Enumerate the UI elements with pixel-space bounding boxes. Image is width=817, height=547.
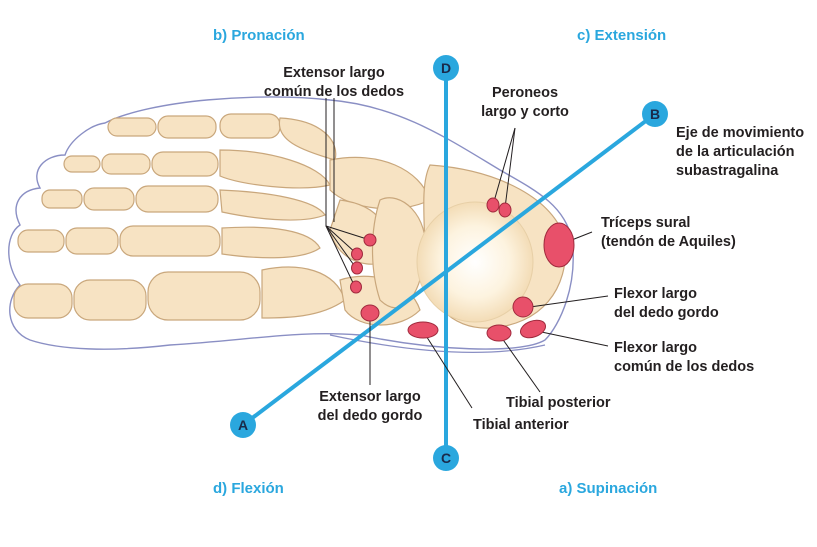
label-eje-line2: de la articulación [676,144,795,160]
label-extensor-gordo-line2: del dedo gordo [317,408,423,424]
label-flexor-gordo-line2: del dedo gordo [614,305,719,321]
marker-b [642,101,668,127]
label-eje: Eje de movimiento de la articulación sub… [676,124,804,181]
tendon-peroneo-1 [486,197,500,213]
tendon-peroneo-2 [498,202,512,218]
movement-flexion: d) Flexión [213,480,284,497]
marker-d-label: D [441,60,451,76]
label-flexor-gordo: Flexor largo del dedo gordo [614,285,719,323]
axis-markers: A B C D [230,55,668,471]
tendon-flexor-comun [519,319,547,339]
tendon-ext-comun-3 [351,261,363,275]
marker-c [433,445,459,471]
movement-extension: c) Extensión [577,27,667,44]
label-flexor-comun-line2: común de los dedos [614,359,755,375]
tendon-ext-comun-4 [350,280,362,294]
label-extensor-comun-line1: Extensor largo [283,65,385,81]
tendon-ext-comun-1 [363,233,377,247]
tendon-ext-gordo [360,304,380,322]
label-triceps-line1: Tríceps sural [601,215,691,231]
label-eje-line3: subastragalina [676,163,779,179]
movement-supination: a) Supinación [559,480,658,497]
tendon-tibial-post [486,324,512,342]
marker-c-label: C [441,450,451,466]
label-flexor-comun-line1: Flexor largo [614,340,697,356]
tendons [350,197,575,342]
leader-lines [325,98,609,409]
label-extensor-comun: Extensor largo común de los dedos [254,64,414,102]
tendon-flexor-gordo [512,296,534,318]
label-flexor-comun: Flexor largo común de los dedos [614,339,754,377]
label-triceps: Tríceps sural (tendón de Aquiles) [601,214,736,252]
label-peroneos-line2: largo y corto [481,104,569,120]
heel-outline [329,334,546,354]
marker-a-label: A [238,417,248,433]
tendon-triceps [543,222,575,268]
tendon-tibial-ant [407,321,439,339]
skin-outline [8,96,574,350]
label-flexor-gordo-line1: Flexor largo [614,286,697,302]
label-triceps-line2: (tendón de Aquiles) [601,234,736,250]
label-extensor-gordo-line1: Extensor largo [319,389,421,405]
marker-d [433,55,459,81]
label-eje-line1: Eje de movimiento [676,125,805,141]
label-peroneos: Peroneos largo y corto [470,84,580,122]
label-peroneos-line1: Peroneos [491,85,559,101]
marker-a [230,412,256,438]
label-tibial-posterior: Tibial posterior [506,395,611,411]
marker-b-label: B [650,106,660,122]
axis-subtalar-line [241,112,657,427]
phalanges [13,113,281,321]
label-extensor-comun-line2: común de los dedos [263,84,405,100]
movement-pronation: b) Pronación [213,27,305,44]
tendon-ext-comun-2 [351,247,363,261]
label-tibial-anterior: Tibial anterior [473,417,569,433]
label-extensor-gordo: Extensor largo del dedo gordo [304,388,436,426]
